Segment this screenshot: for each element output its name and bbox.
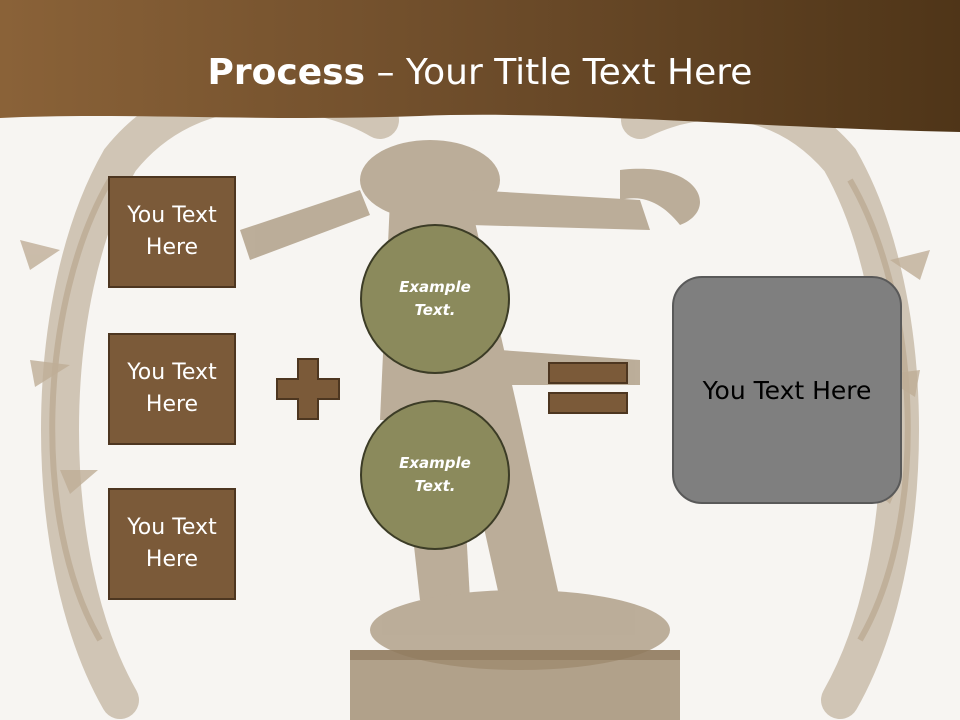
plus-icon bbox=[276, 358, 340, 420]
result-box-label: You Text Here bbox=[702, 375, 872, 405]
input-box-2: You Text Here bbox=[108, 333, 236, 445]
example-circle-2-label: Example Text. bbox=[399, 454, 471, 495]
example-circle-1: Example Text. bbox=[360, 224, 510, 374]
title-rest: – Your Title Text Here bbox=[365, 52, 753, 93]
page-title: Process – Your Title Text Here bbox=[0, 52, 960, 93]
title-banner bbox=[0, 0, 960, 132]
result-box: You Text Here bbox=[672, 276, 902, 504]
title-bold: Process bbox=[207, 52, 366, 93]
equals-icon bbox=[548, 362, 628, 414]
input-box-1: You Text Here bbox=[108, 176, 236, 288]
input-box-3-label: You Text Here bbox=[127, 515, 217, 572]
example-circle-1-label: Example Text. bbox=[399, 278, 471, 319]
input-box-1-label: You Text Here bbox=[127, 203, 217, 260]
input-box-2-label: You Text Here bbox=[127, 360, 217, 417]
example-circle-2: Example Text. bbox=[360, 400, 510, 550]
input-box-3: You Text Here bbox=[108, 488, 236, 600]
